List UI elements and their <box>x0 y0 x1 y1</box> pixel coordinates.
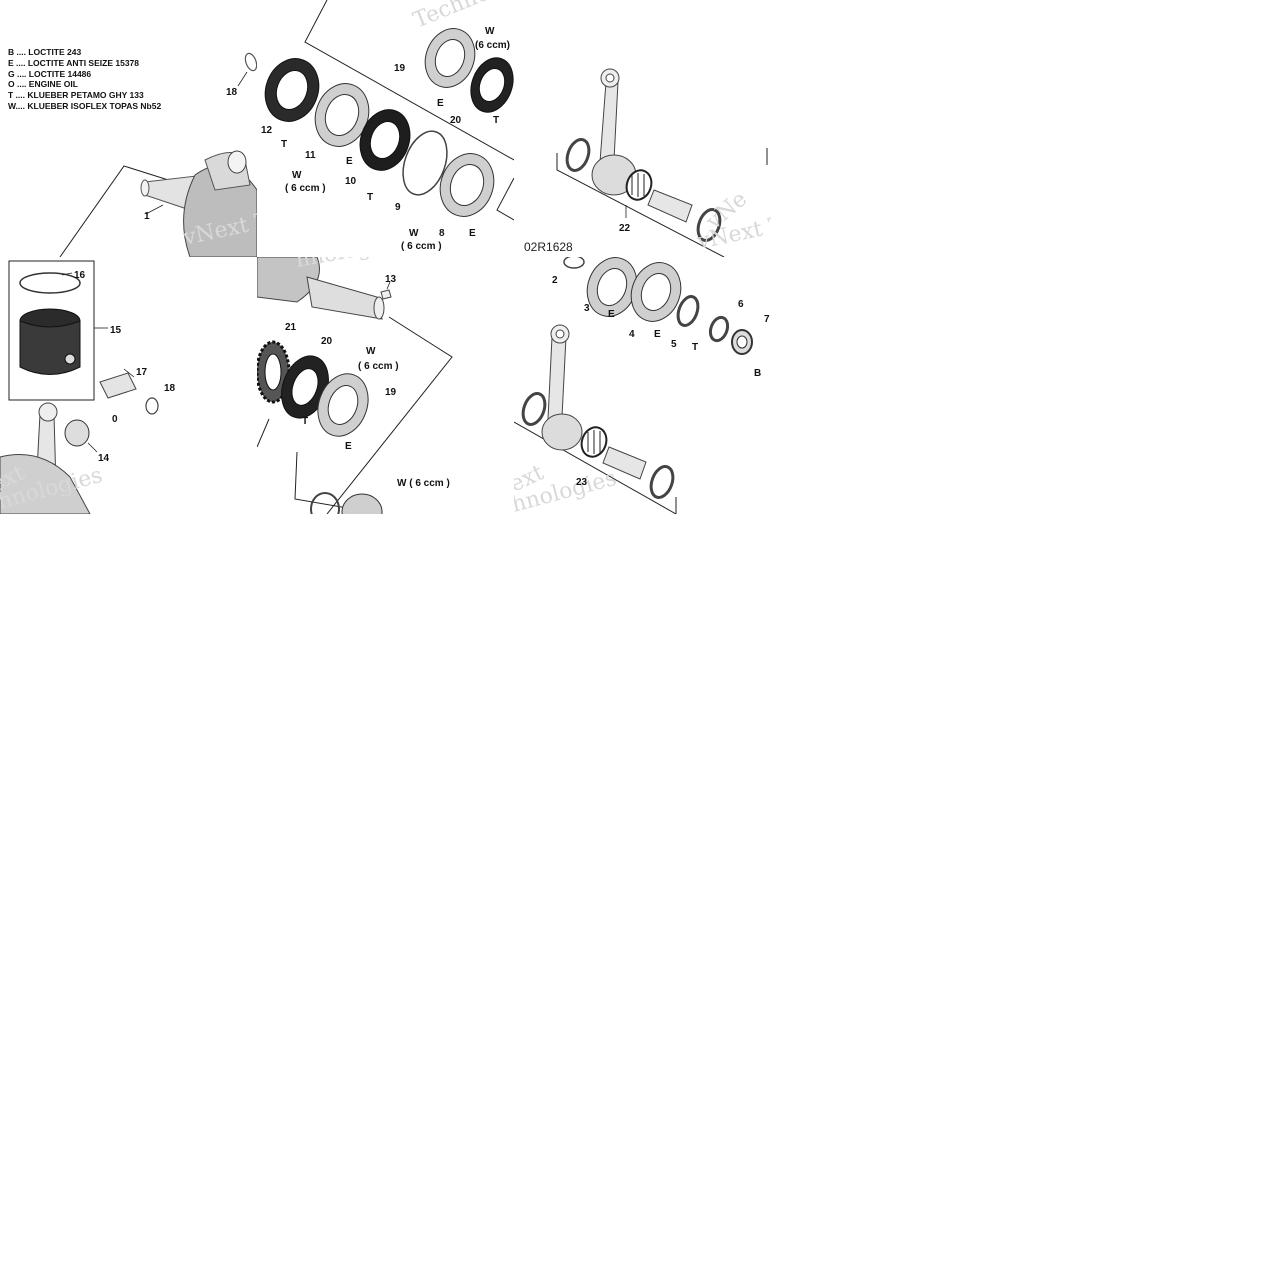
legend-item: B .... LOCTITE 243 <box>8 47 82 57</box>
svg-text:E: E <box>608 309 615 320</box>
svg-text:( 6 ccm ): ( 6 ccm ) <box>285 183 326 194</box>
svg-text:5: 5 <box>671 339 677 350</box>
lubricant-legend: B .... LOCTITE 243 E .... LOCTITE ANTI S… <box>8 47 161 112</box>
diagram-tile-bearings: Techno 12 T 11 E W ( 6 ccm ) 10 T 9 W 8 … <box>257 0 514 257</box>
svg-text:(6 ccm): (6 ccm) <box>475 40 510 51</box>
svg-text:21: 21 <box>285 322 297 333</box>
svg-text:7: 7 <box>764 314 770 325</box>
svg-text:13: 13 <box>385 274 397 285</box>
svg-text:10: 10 <box>345 176 357 187</box>
svg-text:E: E <box>469 228 476 239</box>
svg-text:11: 11 <box>305 150 316 161</box>
legend-item: O .... ENGINE OIL <box>8 79 78 90</box>
svg-text:6: 6 <box>738 299 744 310</box>
svg-text:20: 20 <box>450 115 462 126</box>
svg-text:19: 19 <box>385 387 397 398</box>
svg-text:W: W <box>409 228 419 239</box>
svg-text:( 6 ccm ): ( 6 ccm ) <box>358 361 399 372</box>
diagram-tile-piston: ext hnologies 16 15 17 18 0 14 <box>0 257 257 514</box>
piston-diagram: ext hnologies 16 15 17 18 0 14 <box>0 260 176 514</box>
svg-text:T: T <box>281 139 287 150</box>
svg-text:14: 14 <box>98 453 110 464</box>
svg-text:T: T <box>493 115 499 126</box>
svg-text:E: E <box>654 329 661 340</box>
svg-text:23: 23 <box>576 477 588 488</box>
bearing-seal-diagram: Techno 12 T 11 E W ( 6 ccm ) 10 T 9 W 8 … <box>261 0 514 252</box>
legend-item: T .... KLUEBER PETAMO GHY 133 <box>8 90 144 101</box>
svg-text:19: 19 <box>394 63 406 74</box>
svg-text:1: 1 <box>144 211 150 222</box>
svg-text:17: 17 <box>136 367 148 378</box>
drive-side-diagram: ext hnologies 2 3 E 4 E 5 T 6 7 B 23 <box>514 257 770 514</box>
svg-text:15: 15 <box>110 325 122 336</box>
crank-end-diagram: hnologies 13 21 20 W ( 6 ccm ) 19 T E W … <box>257 257 453 514</box>
svg-text:4: 4 <box>629 329 635 340</box>
svg-text:16: 16 <box>74 270 86 281</box>
diagram-tile-drive-side: ext hnologies 2 3 E 4 E 5 T 6 7 B 23 <box>514 257 771 514</box>
svg-text:( 6 ccm ): ( 6 ccm ) <box>401 241 442 252</box>
svg-text:hnologies: hnologies <box>294 257 404 273</box>
svg-text:18: 18 <box>226 87 238 98</box>
svg-text:18: 18 <box>164 383 176 394</box>
svg-text:E: E <box>346 156 353 167</box>
legend-item: W.... KLUEBER ISOFLEX TOPAS Nb52 <box>8 100 162 111</box>
diagram-tile-legend: vNext Te 18 1 B .... LOCTITE 243 E .... … <box>0 0 257 257</box>
svg-text:02R1628: 02R1628 <box>524 240 573 254</box>
svg-text:W: W <box>366 346 376 357</box>
legend-item: G .... LOCTITE 14486 <box>8 68 92 79</box>
svg-text:12: 12 <box>261 125 273 136</box>
svg-text:T: T <box>302 416 308 427</box>
crankshaft-diagram-part: vNext Te 18 1 <box>59 52 257 257</box>
svg-text:3: 3 <box>584 303 590 314</box>
svg-text:2: 2 <box>552 275 558 286</box>
svg-text:T: T <box>692 342 698 353</box>
svg-text:E: E <box>437 98 444 109</box>
legend-item: E .... LOCTITE ANTI SEIZE 15378 <box>8 57 139 68</box>
svg-text:22: 22 <box>619 223 631 234</box>
diagram-reference: 02R1628 <box>524 240 573 254</box>
svg-text:9: 9 <box>395 202 401 213</box>
connecting-rod-diagram: 22 vNext Tec vNe <box>556 68 771 257</box>
svg-text:W: W <box>485 26 495 37</box>
svg-text:W ( 6 ccm ): W ( 6 ccm ) <box>397 478 450 489</box>
svg-text:E: E <box>345 441 352 452</box>
svg-text:0: 0 <box>112 414 118 425</box>
diagram-tile-connecting-rod: 22 vNext Tec vNe <box>514 0 771 257</box>
svg-text:8: 8 <box>439 228 445 239</box>
svg-text:20: 20 <box>321 336 333 347</box>
diagram-tile-crank-end: hnologies 13 21 20 W ( 6 ccm ) 19 T E W … <box>257 257 514 514</box>
svg-text:T: T <box>367 192 373 203</box>
svg-text:W: W <box>292 170 302 181</box>
svg-text:B: B <box>754 368 761 379</box>
